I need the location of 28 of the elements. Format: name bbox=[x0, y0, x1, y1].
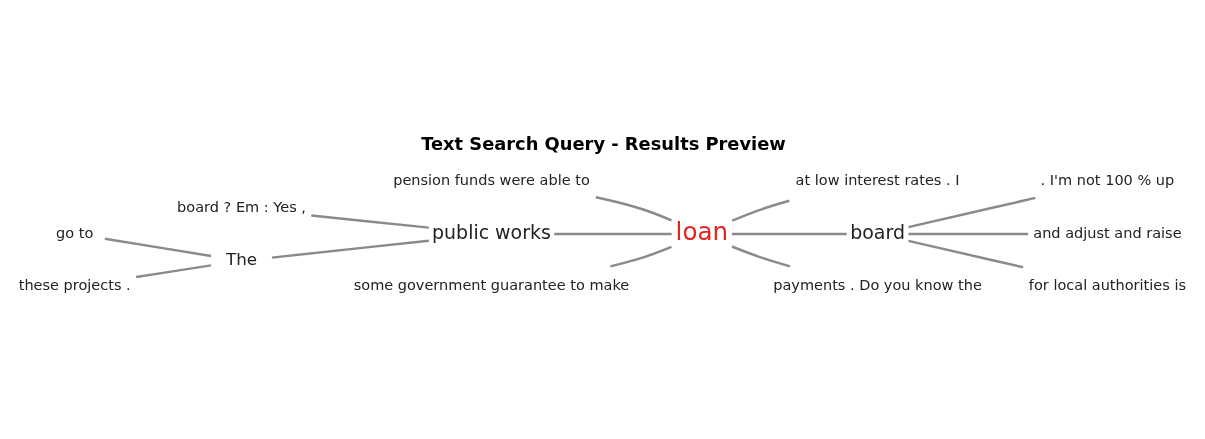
node-text: go to bbox=[56, 224, 94, 241]
node-text: . I'm not 100 % up bbox=[1040, 172, 1175, 189]
connector bbox=[731, 245, 791, 268]
node-text: these projects . bbox=[18, 277, 131, 294]
connector bbox=[908, 196, 1036, 229]
node-text: board bbox=[850, 220, 905, 243]
connector bbox=[554, 232, 672, 236]
diagram-title: Text Search Query - Results Preview bbox=[421, 133, 786, 155]
connector bbox=[136, 264, 212, 279]
node-text: some government guarantee to make bbox=[353, 277, 630, 294]
node-text: The bbox=[225, 248, 258, 269]
connector bbox=[908, 232, 1029, 236]
node-text: payments . Do you know the bbox=[773, 277, 982, 294]
node-text: public works bbox=[432, 220, 551, 243]
connector bbox=[595, 196, 672, 222]
node-text: at low interest rates . I bbox=[795, 172, 960, 189]
connector bbox=[908, 239, 1024, 269]
connector bbox=[311, 214, 429, 229]
connector bbox=[271, 239, 429, 259]
node-text: board ? Em : Yes , bbox=[177, 199, 306, 216]
node-text: loan bbox=[675, 217, 729, 247]
connector bbox=[731, 232, 847, 236]
connector bbox=[610, 245, 672, 268]
connector bbox=[731, 199, 790, 222]
node-text: for local authorities is bbox=[1028, 277, 1186, 294]
node-text: and adjust and raise bbox=[1033, 224, 1182, 241]
node-text: pension funds were able to bbox=[393, 172, 590, 189]
connector bbox=[104, 237, 212, 258]
